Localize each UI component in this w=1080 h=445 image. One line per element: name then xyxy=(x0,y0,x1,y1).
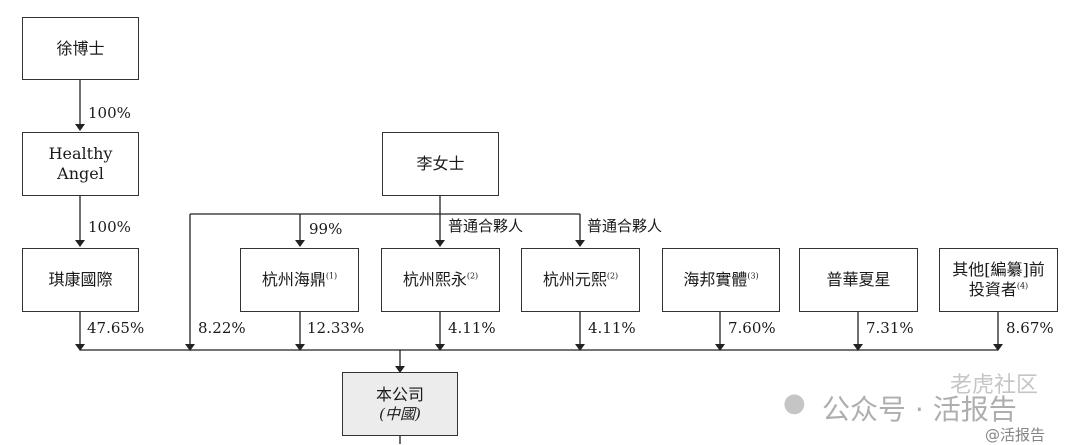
wechat-icon: ● xyxy=(783,388,806,418)
note-marker: (3) xyxy=(747,271,759,281)
company-sub: (中國) xyxy=(379,404,421,423)
holding-qikang: 47.65% xyxy=(87,319,145,337)
entity-company: 本公司 (中國) xyxy=(342,372,458,436)
holding-haiding: 12.33% xyxy=(307,319,365,337)
holding-li-direct: 8.22% xyxy=(198,319,246,337)
entity-haiding-label: 杭州海鼎(1) xyxy=(261,270,338,289)
entity-ms-li: 李女士 xyxy=(382,132,499,196)
watermark-account: 公众号 · 活报告 xyxy=(822,393,1017,426)
entity-yuanxi-label: 杭州元熙(2) xyxy=(542,270,619,289)
entity-haiding: 杭州海鼎(1) xyxy=(240,248,359,312)
note-marker: (2) xyxy=(606,271,619,281)
edge-label-li-haiding: 99% xyxy=(309,220,343,238)
entity-haibang-label: 海邦實體(3) xyxy=(683,270,759,289)
holding-yuanxi: 4.11% xyxy=(588,319,636,337)
entity-qikang-label: 琪康國際 xyxy=(48,270,113,289)
watermark-handle: @活报告 xyxy=(985,426,1046,444)
entity-haibang: 海邦實體(3) xyxy=(662,248,780,312)
note-marker: (1) xyxy=(325,271,338,281)
edge-label-gp-1: 普通合夥人 xyxy=(448,217,524,235)
holding-puhua: 7.31% xyxy=(866,319,914,337)
holding-xiyong: 4.11% xyxy=(448,319,496,337)
entity-other-investors-line2: 投資者(4) xyxy=(968,280,1029,299)
holding-others: 8.67% xyxy=(1006,319,1054,337)
edge-label-xu-angel: 100% xyxy=(88,104,131,122)
entity-xiyong-label: 杭州熙永(2) xyxy=(402,270,479,289)
entity-other-investors: 其他[編纂]前 投資者(4) xyxy=(939,248,1058,312)
entity-yuanxi: 杭州元熙(2) xyxy=(521,248,640,312)
company-name: 本公司 xyxy=(375,384,424,404)
entity-other-investors-line1: 其他[編纂]前 xyxy=(952,260,1045,279)
note-marker: (4) xyxy=(1016,281,1029,291)
holding-haibang: 7.60% xyxy=(728,319,776,337)
entity-dr-xu: 徐博士 xyxy=(22,17,139,80)
entity-ms-li-label: 李女士 xyxy=(416,154,465,173)
edge-label-gp-2: 普通合夥人 xyxy=(587,217,663,235)
entity-xiyong: 杭州熙永(2) xyxy=(381,248,500,312)
entity-healthy-angel-label: Healthy Angel xyxy=(48,144,113,183)
entity-puhua: 普華夏星 xyxy=(799,248,918,312)
entity-dr-xu-label: 徐博士 xyxy=(56,38,105,58)
edge-label-angel-qikang: 100% xyxy=(88,218,131,236)
entity-healthy-angel: Healthy Angel xyxy=(22,132,139,196)
watermark-community: 老虎社区 xyxy=(950,373,1039,398)
entity-qikang: 琪康國際 xyxy=(22,248,139,312)
entity-puhua-label: 普華夏星 xyxy=(826,270,891,289)
note-marker: (2) xyxy=(466,271,479,281)
